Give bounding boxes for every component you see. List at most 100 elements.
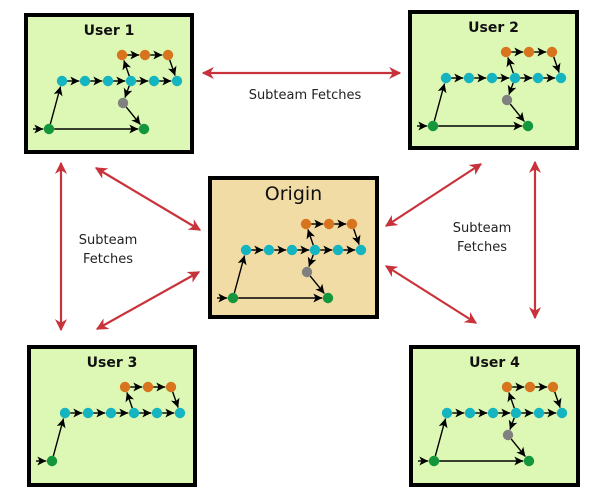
commit-edge (122, 60, 132, 77)
label-fetch-left-line1: Subteam (78, 233, 138, 248)
commit-edge (167, 59, 177, 76)
commit-root (428, 455, 440, 467)
commit-graph (418, 381, 568, 467)
commit-feature-branch (546, 46, 558, 58)
commit-gray (301, 266, 313, 278)
commit-main (510, 407, 522, 419)
commit-green-branch (523, 455, 535, 467)
commit-feature-branch (300, 218, 312, 230)
fetch-arrow-user4-origin (384, 265, 478, 324)
commit-feature-branch (500, 46, 512, 58)
commit-feature-branch (142, 381, 154, 393)
commit-main (487, 407, 499, 419)
commit-edge (551, 56, 561, 73)
commit-edge (52, 418, 66, 457)
commit-main (486, 72, 498, 84)
commit-graph (33, 49, 183, 135)
commit-main (240, 244, 252, 256)
commit-main (355, 244, 367, 256)
commit-feature-branch (346, 218, 358, 230)
commit-main (128, 407, 140, 419)
commit-main (82, 407, 94, 419)
label-fetch-left-line2: Fetches (82, 252, 134, 267)
commit-feature-branch (501, 381, 513, 393)
commit-main (59, 407, 71, 419)
repo-title: Origin (264, 183, 323, 205)
commit-green-branch (138, 123, 150, 135)
commit-gray (117, 97, 129, 109)
commit-edge (508, 417, 518, 430)
commit-main (464, 407, 476, 419)
commit-main (56, 75, 68, 87)
repo-user3[interactable]: User 3 (27, 345, 197, 487)
repo-user4[interactable]: User 4 (409, 345, 580, 487)
commit-edge (509, 103, 525, 123)
commit-main (174, 407, 186, 419)
commit-feature-branch (524, 381, 536, 393)
commit-main (556, 407, 568, 419)
commit-root (227, 292, 239, 304)
commit-edge (309, 275, 325, 295)
commit-graph (36, 381, 186, 467)
label-fetch-right-line2: Fetches (456, 240, 508, 255)
commit-main (532, 72, 544, 84)
commit-main (332, 244, 344, 256)
repo-title: User 2 (468, 20, 519, 36)
commit-edge (306, 229, 316, 246)
commit-green-branch (522, 120, 534, 132)
commit-main (309, 244, 321, 256)
commit-edge (552, 391, 562, 408)
commit-feature-branch (523, 46, 535, 58)
commit-main (463, 72, 475, 84)
commit-feature-branch (547, 381, 559, 393)
commit-root (43, 123, 55, 135)
commit-edge (125, 392, 135, 409)
commit-edge (49, 86, 63, 125)
commit-main (151, 407, 163, 419)
commit-main (148, 75, 160, 87)
commit-root (427, 120, 439, 132)
commit-main (533, 407, 545, 419)
commit-main (79, 75, 91, 87)
label-fetch-left: Subteam Fetches (68, 231, 148, 269)
commit-main (263, 244, 275, 256)
commit-edge (351, 228, 361, 245)
commit-main (286, 244, 298, 256)
label-fetch-right-line1: Subteam (452, 221, 512, 236)
label-fetch-right: Subteam Fetches (442, 219, 522, 257)
commit-main (555, 72, 567, 84)
label-fetch-top: Subteam Fetches (225, 86, 385, 105)
commit-main (171, 75, 183, 87)
commit-edge (170, 391, 180, 408)
commit-feature-branch (323, 218, 335, 230)
commit-main (440, 72, 452, 84)
commit-main (105, 407, 117, 419)
commit-gray (502, 429, 514, 441)
repo-origin[interactable]: Origin (208, 176, 379, 319)
fetch-arrow-user1-origin (94, 167, 202, 231)
commit-green-branch (322, 292, 334, 304)
commit-edge (506, 57, 516, 74)
commit-feature-branch (119, 381, 131, 393)
commit-edge (510, 438, 526, 458)
fetch-arrow-user2-origin (384, 163, 483, 227)
repo-user2[interactable]: User 2 (408, 10, 579, 150)
commit-graph (417, 46, 567, 132)
repo-title: User 3 (86, 355, 138, 371)
commit-main (102, 75, 114, 87)
commit-gray (501, 94, 513, 106)
repo-user1[interactable]: User 1 (24, 13, 194, 154)
commit-feature-branch (116, 49, 128, 61)
commit-edge (507, 392, 517, 409)
commit-edge (123, 85, 133, 98)
commit-feature-branch (162, 49, 174, 61)
commit-edge (434, 418, 448, 457)
repo-title: User 4 (469, 355, 520, 371)
commit-main (509, 72, 521, 84)
commit-main (441, 407, 453, 419)
commit-edge (433, 83, 447, 122)
fetch-arrow-user3-origin (95, 271, 201, 330)
label-fetch-top-text: Subteam Fetches (248, 88, 362, 103)
commit-edge (233, 255, 247, 294)
